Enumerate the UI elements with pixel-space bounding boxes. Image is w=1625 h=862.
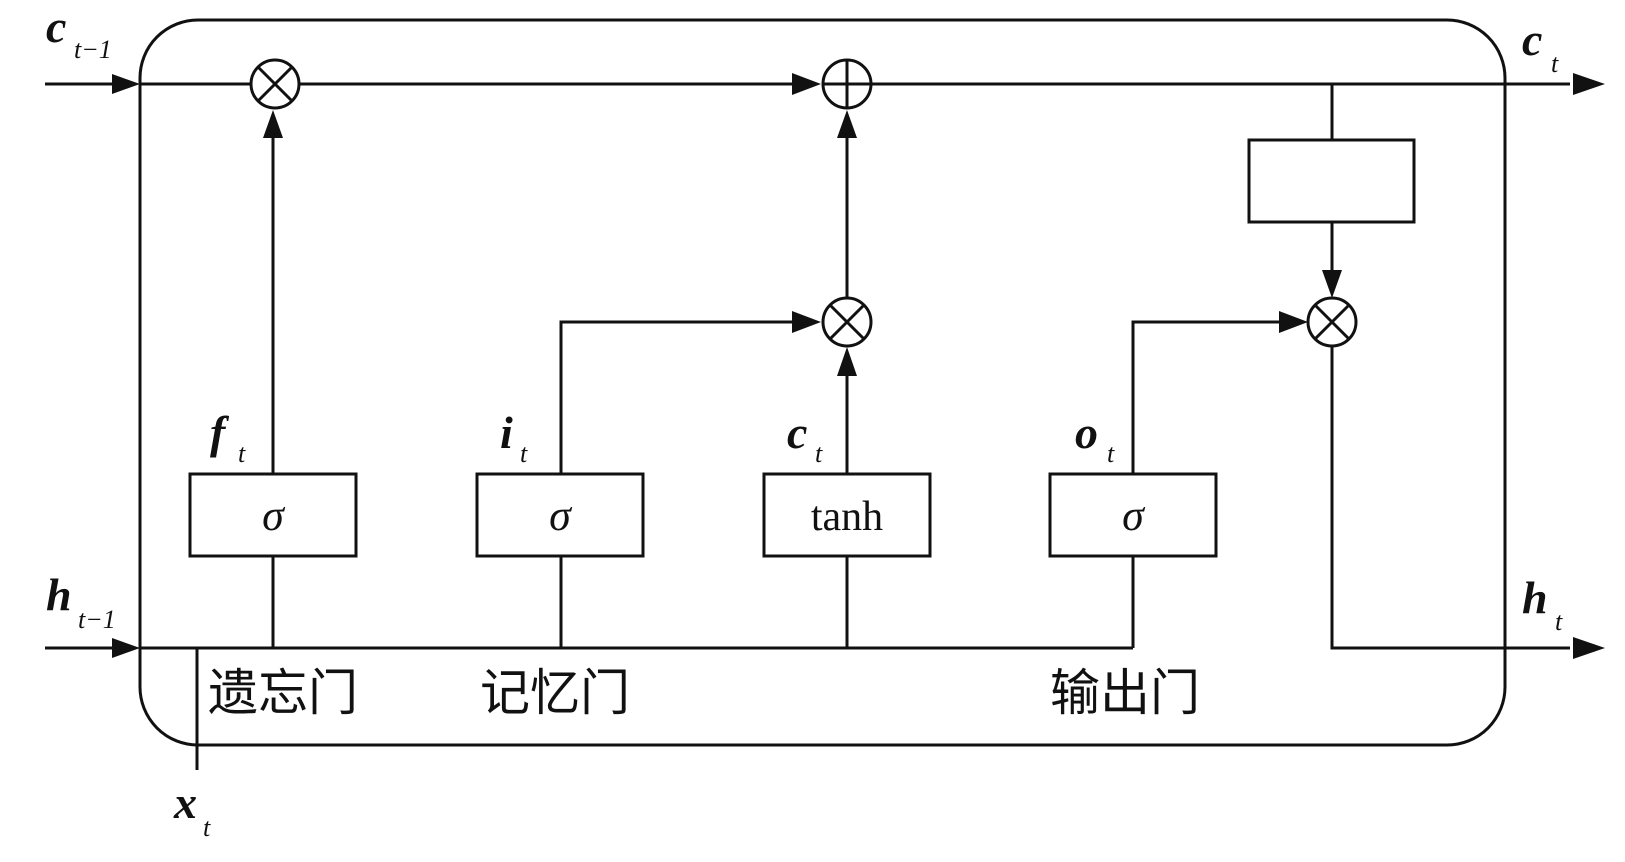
- svg-text:t: t: [815, 439, 823, 468]
- svg-text:t: t: [238, 439, 246, 468]
- candidate-box: [762, 472, 932, 558]
- output-tanh-box: [1247, 138, 1416, 224]
- candidate-func: tanh: [811, 494, 883, 540]
- output-gate-output-line: [1131, 320, 1283, 474]
- svg-text:t: t: [1107, 439, 1115, 468]
- output-gate-symbol: o t: [1075, 407, 1115, 468]
- svg-text:t: t: [520, 439, 528, 468]
- h-output-arrowhead: [1573, 637, 1605, 659]
- output-gate-arrowhead: [1279, 311, 1308, 333]
- candidate-arrowhead: [837, 347, 857, 376]
- svg-text:h: h: [46, 569, 72, 620]
- input-gate-arrowhead: [792, 311, 821, 333]
- svg-text:t−1: t−1: [74, 35, 112, 64]
- c-prev-label: c t−1: [46, 1, 112, 64]
- svg-text:f: f: [210, 407, 230, 458]
- c-output-arrowhead: [1573, 73, 1605, 95]
- svg-text:t: t: [1555, 607, 1563, 636]
- x-label: x t: [173, 777, 211, 842]
- c-output-label: c t: [1522, 14, 1559, 78]
- svg-text:t−1: t−1: [78, 605, 116, 634]
- svg-text:h: h: [1522, 572, 1548, 623]
- input-gate-label: 记忆门: [480, 664, 630, 722]
- svg-text:x: x: [173, 777, 197, 828]
- svg-text:c: c: [1522, 14, 1542, 65]
- h-output-label: h t: [1522, 572, 1563, 636]
- input-product-arrowhead: [837, 110, 857, 138]
- forget-gate-func: σ: [262, 491, 286, 540]
- input-gate-symbol: i t: [500, 407, 528, 468]
- candidate-symbol: c t: [787, 407, 823, 468]
- h-prev-label: h t−1: [46, 569, 116, 634]
- svg-text:i: i: [500, 407, 513, 458]
- forget-multiply-op: [249, 58, 301, 110]
- forget-gate-symbol: f t: [210, 407, 246, 468]
- svg-text:c: c: [787, 407, 807, 458]
- forget-gate-arrowhead: [263, 110, 283, 138]
- output-gate-label: 输出门: [1050, 664, 1200, 722]
- input-gate-func: σ: [549, 491, 573, 540]
- cell-boundary: [138, 18, 1507, 747]
- svg-text:t: t: [1551, 49, 1559, 78]
- cell-state-arrowhead: [792, 73, 821, 95]
- h-prev-arrowhead: [112, 638, 140, 658]
- input-multiply-op: [821, 296, 873, 348]
- c-prev-arrowhead: [112, 74, 140, 94]
- input-gate-output-line: [559, 320, 800, 474]
- h-output-line: [1330, 346, 1570, 650]
- svg-text:c: c: [46, 1, 66, 52]
- output-gate-box: [1048, 472, 1218, 558]
- cell-add-op: [821, 58, 873, 110]
- svg-text:o: o: [1075, 407, 1098, 458]
- svg-text:t: t: [203, 813, 211, 842]
- output-gate-func: σ: [1122, 491, 1146, 540]
- output-tanh-arrowhead: [1322, 270, 1342, 298]
- forget-gate-label: 遗忘门: [208, 664, 358, 722]
- output-multiply-op: [1306, 296, 1358, 348]
